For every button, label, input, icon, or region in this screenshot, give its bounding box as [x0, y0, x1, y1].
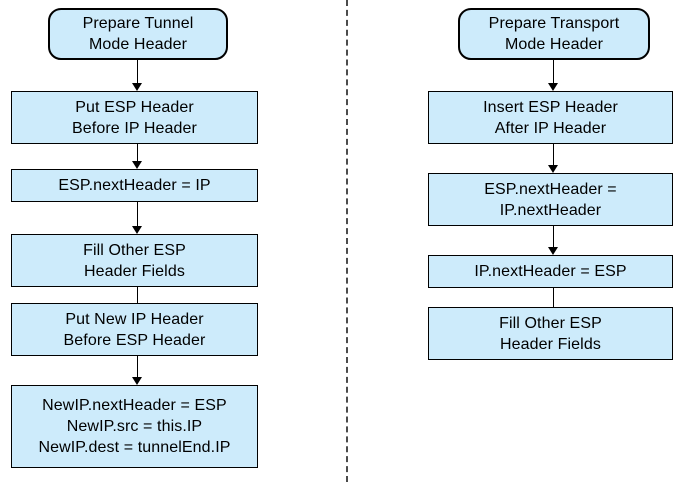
node-tunnel-start[interactable]: Prepare Tunnel Mode Header [48, 8, 228, 60]
node-transport-step-3[interactable]: IP.nextHeader = ESP [428, 255, 673, 288]
node-tunnel-step-2[interactable]: ESP.nextHeader = IP [11, 169, 258, 202]
node-tunnel-step-5[interactable]: NewIP.nextHeader = ESP NewIP.src = this.… [11, 385, 258, 468]
arrow-transport-start-to-step-1 [548, 60, 559, 91]
node-tunnel-step-1[interactable]: Put ESP Header Before IP Header [11, 91, 258, 144]
node-transport-step-4[interactable]: Fill Other ESP Header Fields [428, 307, 673, 360]
node-transport-start[interactable]: Prepare Transport Mode Header [458, 8, 650, 60]
node-tunnel-step-3[interactable]: Fill Other ESP Header Fields [11, 234, 258, 287]
node-transport-step-2[interactable]: ESP.nextHeader = IP.nextHeader [428, 173, 673, 226]
column-divider [346, 0, 348, 482]
arrow-tunnel-step-1-to-step-2 [132, 144, 143, 169]
arrow-transport-step-1-to-step-2 [548, 144, 559, 173]
node-tunnel-step-4[interactable]: Put New IP Header Before ESP Header [11, 303, 258, 356]
arrow-tunnel-step-4-to-step-5 [132, 356, 143, 385]
node-transport-step-1[interactable]: Insert ESP Header After IP Header [428, 91, 673, 144]
arrow-transport-step-2-to-step-3 [548, 226, 559, 255]
arrow-tunnel-start-to-step-1 [132, 60, 143, 91]
arrow-tunnel-step-2-to-step-3 [132, 202, 143, 234]
